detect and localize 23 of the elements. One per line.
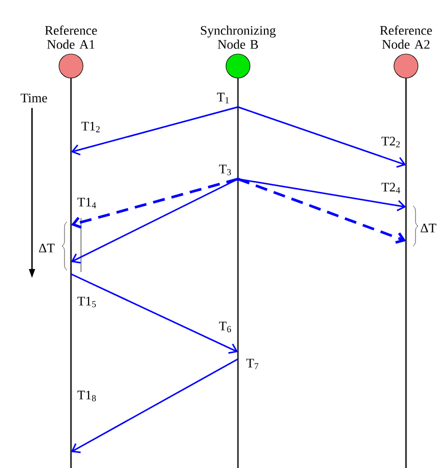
message-arrow xyxy=(71,358,238,454)
message-arrow xyxy=(71,178,238,264)
time-label: ΔT xyxy=(420,224,436,232)
message-arrow xyxy=(71,178,238,229)
time-label: ΔT xyxy=(39,244,55,252)
time-label: T1$_{2}$ xyxy=(81,122,100,132)
time-label: T2$_{2}$ xyxy=(382,136,400,148)
time-label: T$_{1}$ xyxy=(217,92,229,104)
message-arrow xyxy=(70,273,238,354)
time-label: T2$_{4}$ xyxy=(382,182,400,194)
message-arrow xyxy=(238,178,406,244)
time-label: T1$_{8}$ xyxy=(77,390,96,402)
time-label: T$_{7}$ xyxy=(246,358,258,370)
node-heading: Reference Node A1 xyxy=(45,26,97,49)
time-label: T$_{6}$ xyxy=(219,322,232,332)
time-label: T1$_{4}$ xyxy=(77,198,96,208)
time-label: T$_{3}$ xyxy=(219,164,231,176)
time-label: T1$_{5}$ xyxy=(77,296,96,308)
time-label: Time xyxy=(20,94,48,102)
message-arrow xyxy=(71,106,238,156)
node-heading: Reference Node A2 xyxy=(380,26,432,49)
node-heading: Synchronizing Node B xyxy=(200,26,276,49)
message-arrow xyxy=(238,106,406,168)
